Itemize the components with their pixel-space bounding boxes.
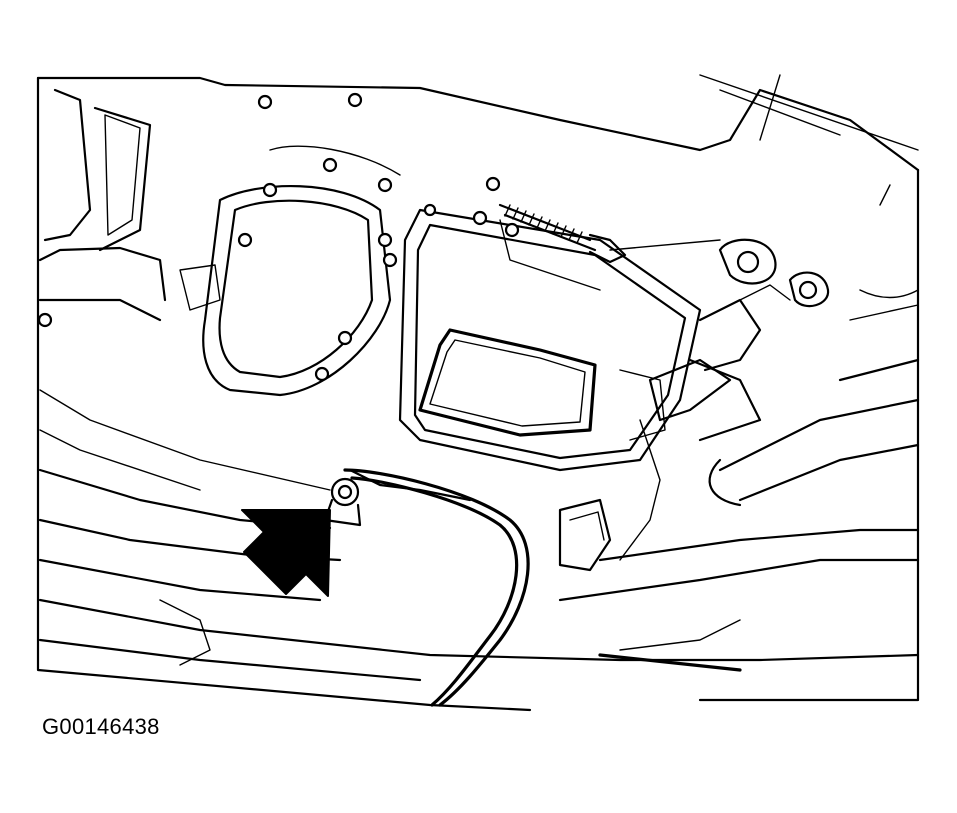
driveshaft bbox=[619, 289, 920, 561]
right-mount-bracket bbox=[688, 238, 830, 442]
figure-id-label: G00146438 bbox=[42, 714, 160, 739]
cross-members bbox=[38, 468, 920, 682]
connector-block bbox=[558, 498, 612, 572]
ground-wire bbox=[343, 468, 530, 707]
oil-pan bbox=[398, 176, 702, 472]
arrow-icon bbox=[241, 509, 331, 597]
floor-pan bbox=[36, 74, 920, 712]
left-frame-rail bbox=[37, 88, 331, 491]
threaded-rod bbox=[498, 203, 721, 264]
ground-bolt bbox=[323, 477, 362, 527]
left-housing bbox=[179, 92, 401, 397]
